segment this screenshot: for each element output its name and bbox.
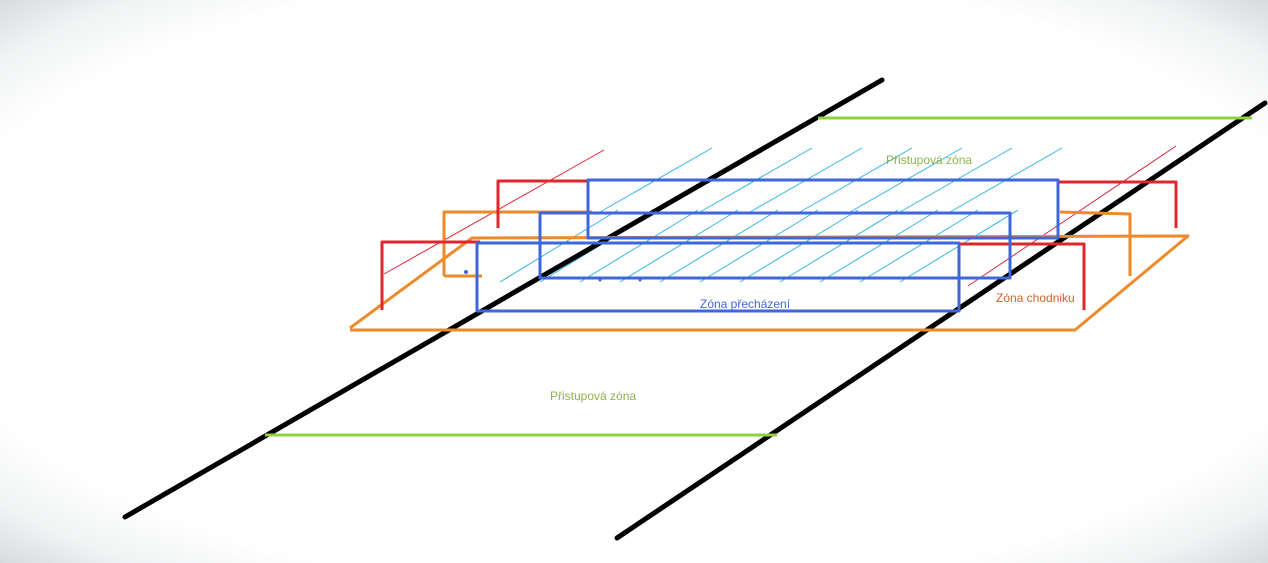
hatch-line [659,209,779,283]
sidewalk-zone-label: Zóna chodniku [996,291,1075,305]
sketch-dot [570,276,574,280]
barrier-far-left [496,179,588,228]
access-zone-top-label: Přistupová zóna [886,153,972,167]
crossing-zone-far [586,178,1060,240]
barrier-near-left [380,240,480,310]
right-rail [614,100,1268,541]
sketch-dots [464,270,642,282]
crossing-hatching [499,147,1063,283]
hatch-line [819,209,939,283]
hatch-line [739,209,859,283]
crossing-zone-label: Zóna přecházení [700,297,791,311]
sketch-dot [558,276,562,280]
crossing-zone-middle [538,211,1012,280]
crossing-zone-outline [475,178,1060,313]
sketch-dot [638,278,642,282]
left-rail [122,77,885,520]
railway-tracks [122,77,1268,541]
access-zone-bottom-label: Přistupová zóna [550,389,636,403]
barrier-near-right [958,242,1086,310]
hatch-line [699,209,819,283]
barrier-arm-line [967,145,1177,287]
access-zone-boundaries [265,116,1252,437]
sidewalk-zone-front [349,234,1190,332]
hatch-line [579,209,699,283]
sketch-dot [464,270,468,274]
barrier-outlines [380,179,1178,310]
hatch-line [859,209,979,283]
hatch-line [499,209,619,283]
sketch-dot [598,278,602,282]
crossing-zone-near [475,241,961,313]
hatch-line [779,209,899,283]
sidewalk-zone-back-right [1059,210,1132,276]
barrier-far-right [1058,180,1178,228]
hatch-line [619,209,739,283]
